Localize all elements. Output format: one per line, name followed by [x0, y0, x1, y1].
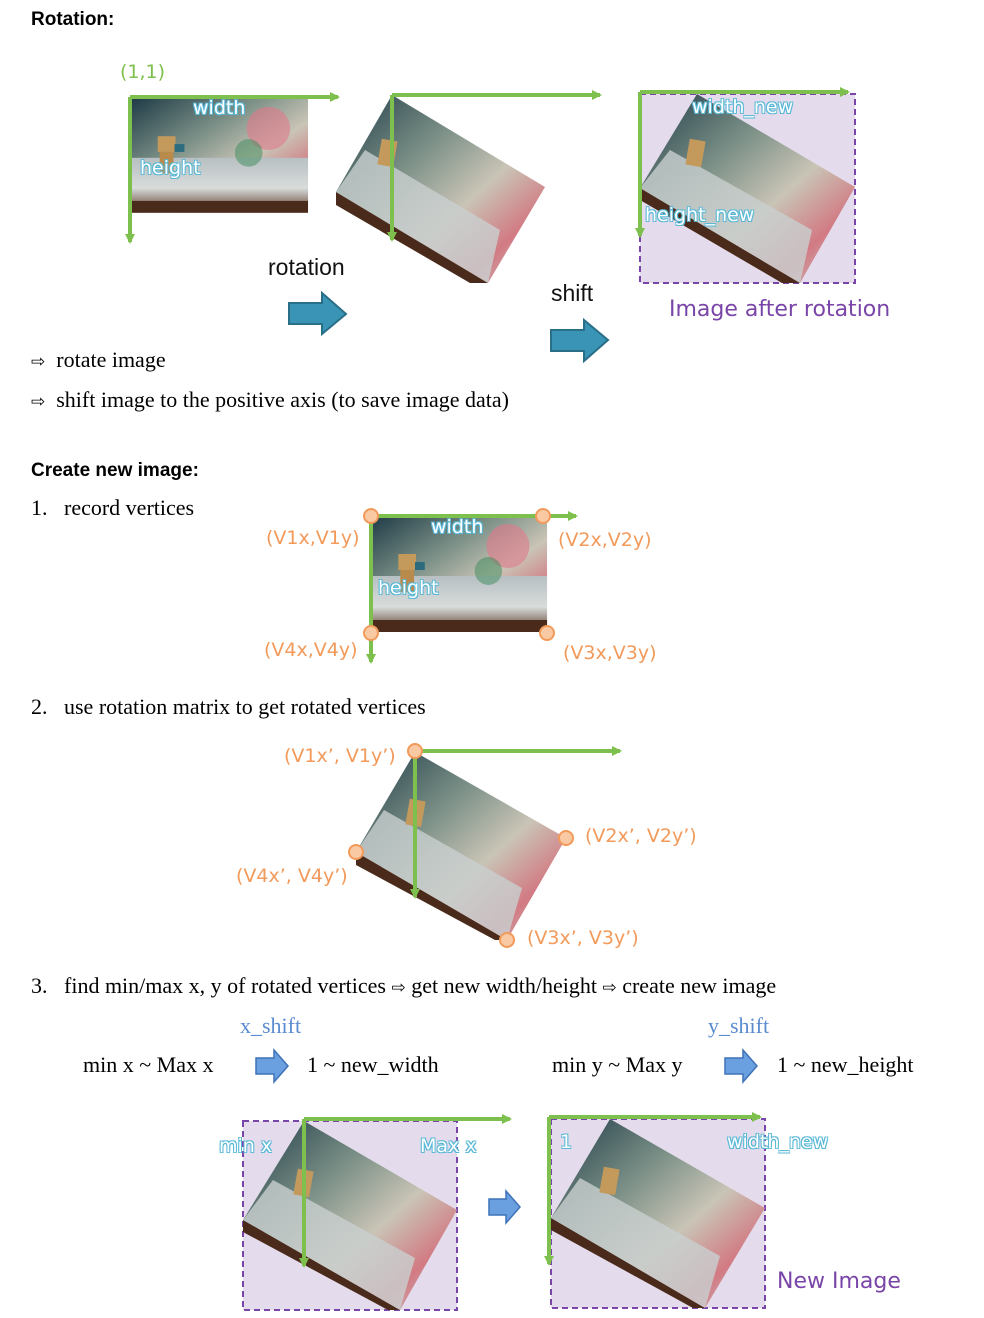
step3-heading: 3. find min/max x, y of rotated vertices… — [31, 973, 776, 999]
y-shift-label: y_shift — [708, 1013, 770, 1038]
x-shift-label: x_shift — [240, 1013, 302, 1038]
x-range-label: min x ~ Max x — [83, 1052, 214, 1077]
step1-height-label: height — [378, 577, 439, 599]
x-shift-arrow-icon — [255, 1048, 289, 1084]
shift-arrow-icon — [550, 317, 610, 364]
rotated-vertex-v1 — [407, 743, 423, 759]
step-text: create new image — [622, 973, 777, 998]
vertex-v2-label: (V2x,V2y) — [558, 529, 652, 551]
step2-rotated-image — [356, 752, 566, 940]
y-new-label: 1 ~ new_height — [777, 1052, 914, 1077]
y-shift-arrow-icon — [724, 1048, 758, 1084]
rotated-vertex-v3 — [499, 932, 515, 948]
step-number: 3. — [31, 973, 48, 998]
width-label: width — [193, 97, 246, 119]
vertex-v3 — [539, 625, 555, 641]
rotation-label: rotation — [268, 254, 345, 280]
width-new-label: width_new — [692, 96, 794, 118]
new-image-caption: New Image — [777, 1269, 901, 1294]
transform-arrow-icon — [488, 1189, 521, 1225]
bullet-arrow-icon: ⇨ — [31, 392, 46, 412]
rotation-caption: Image after rotation — [669, 297, 891, 322]
rotation-arrow-icon — [288, 290, 348, 337]
step-text: record vertices — [64, 495, 195, 520]
bullet-shift: ⇨ shift image to the positive axis (to s… — [31, 387, 509, 413]
bullet-text: shift image to the positive axis (to sav… — [56, 387, 509, 412]
new-image-content — [551, 1119, 765, 1308]
min-x-label: min x — [219, 1135, 273, 1157]
rotated-v3-label: (V3x’, V3y’) — [527, 927, 639, 949]
origin-label: (1,1) — [120, 61, 166, 83]
vertex-v1-label: (V1x,V1y) — [266, 527, 360, 549]
vertex-v1 — [363, 508, 379, 524]
vertex-v4 — [363, 625, 379, 641]
bullet-text: rotate image — [56, 347, 166, 372]
step-number: 2. — [31, 694, 48, 719]
new-width-label: width_new — [727, 1131, 829, 1153]
step-number: 1. — [31, 495, 48, 520]
max-x-label: Max x — [420, 1135, 477, 1157]
left-rotated-image — [243, 1121, 457, 1310]
rotated-v1-label: (V1x’, V1y’) — [284, 745, 396, 767]
height-label: height — [140, 157, 201, 179]
rotated-v4-label: (V4x’, V4y’) — [236, 865, 348, 887]
rotation-title: Rotation: — [31, 9, 115, 30]
rotated-vertex-v2 — [558, 830, 574, 846]
arrow-icon: ⇨ — [602, 978, 617, 998]
y-range-label: min y ~ Max y — [552, 1052, 683, 1077]
height-new-label: height_new — [645, 204, 755, 226]
vertex-v4-label: (V4x,V4y) — [264, 639, 358, 661]
step-text: use rotation matrix to get rotated verti… — [64, 694, 426, 719]
vertex-v2 — [535, 508, 551, 524]
arrow-icon: ⇨ — [391, 978, 406, 998]
step-text: find min/max x, y of rotated vertices — [64, 973, 386, 998]
step-text: get new width/height — [411, 973, 597, 998]
rotated-image — [336, 95, 545, 283]
shifted-image — [640, 94, 855, 283]
create-new-image-title: Create new image: — [31, 460, 199, 481]
shift-label: shift — [551, 280, 594, 306]
bullet-rotate: ⇨ rotate image — [31, 347, 166, 373]
rotated-v2-label: (V2x’, V2y’) — [585, 825, 697, 847]
step2-heading: 2. use rotation matrix to get rotated ve… — [31, 694, 426, 720]
rotated-vertex-v4 — [348, 844, 364, 860]
vertex-v3-label: (V3x,V3y) — [563, 642, 657, 664]
step1-width-label: width — [431, 516, 484, 538]
bullet-arrow-icon: ⇨ — [31, 352, 46, 372]
x-new-label: 1 ~ new_width — [307, 1052, 439, 1077]
one-label: 1 — [560, 1131, 573, 1153]
step1-heading: 1. record vertices — [31, 495, 194, 521]
